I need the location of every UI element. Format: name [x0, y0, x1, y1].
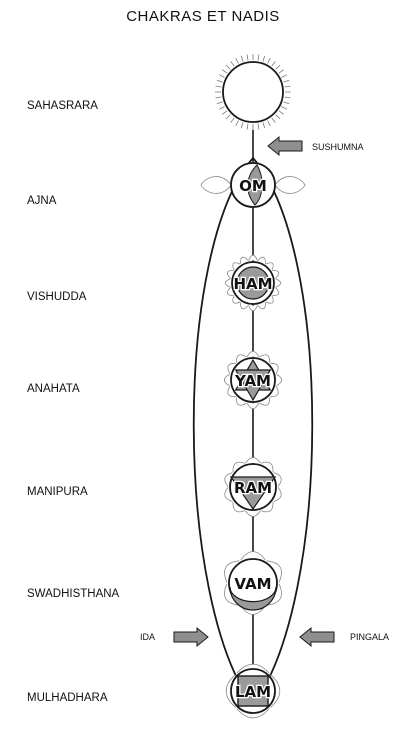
chakra-anahata: YAM: [224, 351, 281, 408]
chakra-swadhisthana: VAM: [225, 552, 282, 615]
mantra-yam: YAM: [234, 372, 271, 390]
chakra-manipura: RAM: [225, 458, 282, 517]
petal: [246, 511, 261, 517]
chakra-ajna: OM: [201, 163, 305, 207]
petal: [249, 306, 258, 311]
petal: [275, 177, 305, 194]
petal: [276, 374, 281, 386]
petal: [246, 458, 261, 464]
petal: [224, 374, 229, 386]
sushumna-arrow: [268, 137, 302, 155]
pingala-arrow: [300, 628, 334, 646]
mantra-vam: VAM: [234, 575, 271, 593]
petal: [247, 351, 259, 356]
sahasrara-circle: [223, 62, 283, 122]
petal: [249, 255, 258, 260]
petal: [201, 177, 231, 194]
petal: [276, 279, 281, 288]
mantra-om: OM: [239, 177, 267, 195]
chakra-vishudda: HAM: [225, 255, 281, 311]
mantra-ham: HAM: [233, 275, 272, 293]
petal: [247, 403, 259, 408]
mantra-lam: LAM: [235, 683, 271, 701]
mantra-ram: RAM: [234, 479, 272, 497]
ida-arrow: [174, 628, 208, 646]
petal: [225, 279, 230, 288]
